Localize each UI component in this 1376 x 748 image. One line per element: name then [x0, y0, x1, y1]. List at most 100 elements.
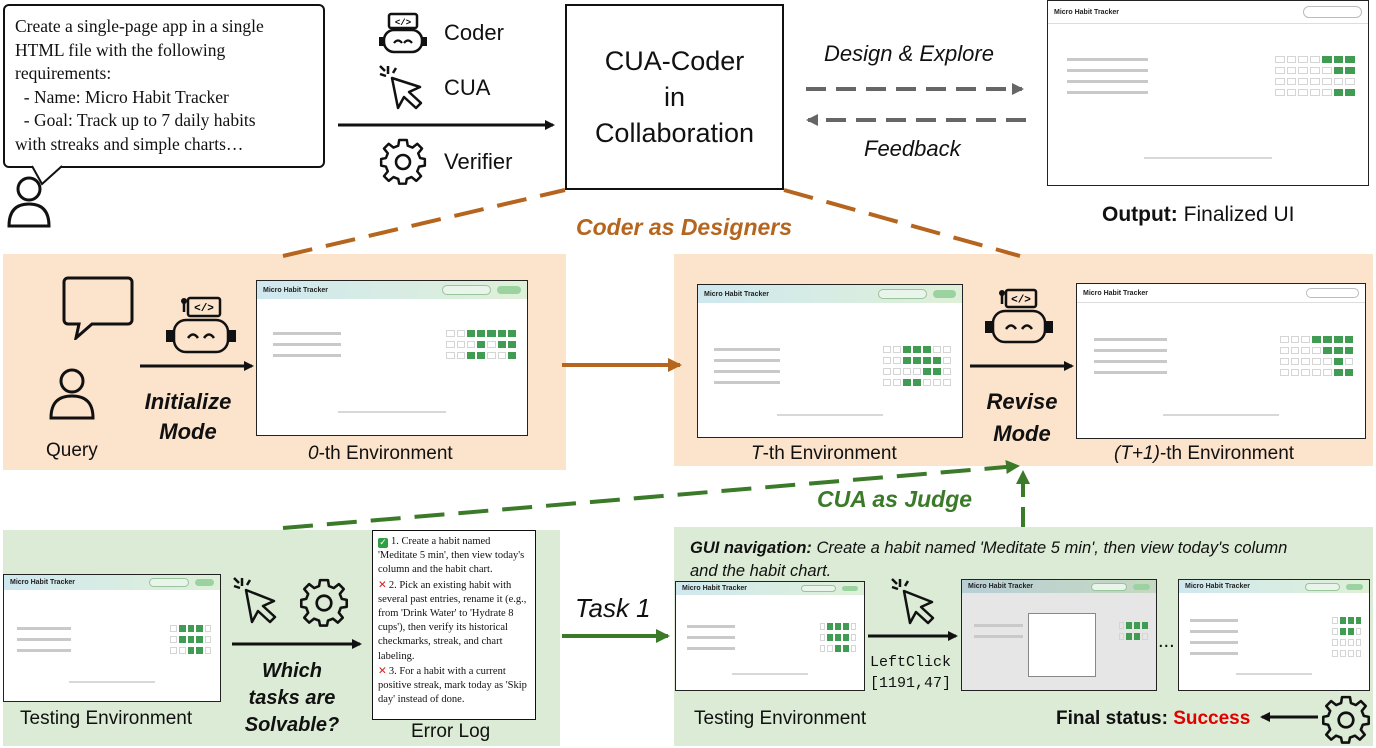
- svg-text:</>: </>: [395, 18, 411, 28]
- cross-icon: ✕: [378, 578, 387, 591]
- app-title: Micro Habit Tracker: [1083, 289, 1148, 297]
- final-status-label: Final status:: [1056, 708, 1168, 729]
- query-line: requirements:: [15, 63, 112, 83]
- add-habit-dialog: [1027, 613, 1096, 677]
- finalized-ui-screenshot: Micro Habit Tracker: [1047, 0, 1369, 186]
- collaboration-line: CUA-Coder: [604, 46, 745, 76]
- gui-navigation-text: GUI navigation: Create a habit named 'Me…: [690, 537, 1287, 583]
- which-line: Which: [262, 660, 322, 682]
- query-line: with streaks and simple charts…: [15, 133, 244, 154]
- cursor-click-icon: [379, 65, 423, 110]
- bubble-tail-icon: [31, 165, 63, 186]
- chat-bubble-icon: [62, 276, 134, 340]
- agent-verifier: Verifier: [378, 138, 512, 186]
- testing-env-screenshot: Micro Habit Tracker: [3, 574, 221, 702]
- svg-text:</>: </>: [1011, 295, 1031, 307]
- gui-navigation-line1: Create a habit named 'Meditate 5 min', t…: [811, 539, 1288, 557]
- user-icon: [7, 176, 51, 228]
- testing-env-caption: Testing Environment: [20, 708, 193, 729]
- output-label-rest: Finalized UI: [1183, 203, 1295, 226]
- query-line: - Name: Micro Habit Tracker: [15, 86, 229, 107]
- check-icon: ✓: [378, 538, 388, 548]
- which-tasks-label: Which tasks are Solvable?: [230, 658, 354, 739]
- gear-icon: [1321, 695, 1371, 744]
- nav-step-screenshot-1: Micro Habit Tracker: [675, 581, 865, 691]
- app-title: Micro Habit Tracker: [682, 584, 747, 592]
- envT-number: T: [751, 443, 763, 464]
- output-label-bold: Output:: [1102, 203, 1178, 226]
- testing-env-caption: Testing Environment: [694, 708, 867, 729]
- envT1-caption: (T+1)-th Environment: [1114, 443, 1294, 465]
- app-title: Micro Habit Tracker: [10, 579, 75, 587]
- app-title: Micro Habit Tracker: [1054, 8, 1119, 16]
- app-title: Micro Habit Tracker: [263, 286, 328, 294]
- output-caption: Output: Finalized UI: [1102, 203, 1295, 227]
- which-line: tasks are: [248, 687, 336, 709]
- revise-line: Revise: [986, 389, 1058, 414]
- nav-step-screenshot-2: Micro Habit Tracker: [961, 579, 1157, 691]
- revise-line: Mode: [993, 421, 1051, 446]
- ellipsis-label: ...: [1158, 630, 1175, 652]
- error-log-text: 3. For a habit with a current positive s…: [378, 665, 527, 706]
- envT1-screenshot: Micro Habit Tracker: [1076, 283, 1366, 439]
- query-line: HTML file with the following: [15, 39, 226, 60]
- env0-caption: 0-th Environment: [308, 443, 453, 465]
- envT-screenshot: Micro Habit Tracker: [697, 284, 963, 438]
- gear-icon: [379, 138, 427, 185]
- collaboration-box: CUA-Coder in Collaboration: [565, 4, 784, 190]
- collaboration-line: Collaboration: [594, 118, 755, 148]
- user-icon: [49, 368, 95, 420]
- gear-icon: [299, 578, 349, 627]
- task-label: Task 1: [575, 593, 651, 623]
- app-title: Micro Habit Tracker: [968, 583, 1033, 591]
- error-log-text: 2. Pick an existing habit with several p…: [378, 579, 527, 662]
- robot-icon: </>: [379, 12, 427, 54]
- cursor-click-icon: [233, 577, 277, 624]
- final-status: Final status: Success: [1056, 708, 1250, 730]
- revise-mode-label: Revise Mode: [974, 386, 1070, 450]
- envT1-rest: -th Environment: [1159, 443, 1295, 464]
- agent-label: CUA: [444, 75, 491, 100]
- action-name: LeftClick: [870, 654, 952, 671]
- cursor-click-icon: [891, 578, 935, 625]
- gui-navigation-bold: GUI navigation:: [690, 539, 812, 557]
- feedback-label: Feedback: [864, 136, 961, 161]
- env0-rest: -th Environment: [318, 443, 453, 464]
- agent-label: Coder: [444, 20, 504, 45]
- error-log-caption: Error Log: [411, 721, 491, 742]
- agent-cua: CUA: [378, 64, 490, 112]
- error-log-item: ✕3. For a habit with a current positive …: [378, 664, 530, 708]
- design-explore-label: Design & Explore: [824, 41, 994, 66]
- envT-caption: T-th Environment: [751, 443, 897, 465]
- query-line: - Goal: Track up to 7 daily habits: [15, 110, 256, 130]
- app-title: Micro Habit Tracker: [704, 290, 769, 298]
- gui-navigation-line2: and the habit chart.: [690, 562, 832, 580]
- cross-icon: ✕: [378, 664, 387, 677]
- initialize-mode-label: Initialize Mode: [138, 387, 238, 447]
- collaboration-line: in: [663, 82, 685, 112]
- agent-label: Verifier: [444, 149, 513, 174]
- robot-icon: </>: [985, 288, 1053, 344]
- query-line: Create a single-page app in a single: [15, 16, 264, 36]
- initialize-line: Initialize: [144, 389, 232, 414]
- action-coords: [1191,47]: [870, 675, 952, 692]
- which-line: Solvable?: [244, 714, 340, 736]
- app-title: Micro Habit Tracker: [1185, 583, 1250, 591]
- envT1-number: (T+1): [1114, 443, 1160, 464]
- error-log-text: 1. Create a habit named 'Meditate 5 min'…: [378, 536, 525, 576]
- final-status-value: Success: [1173, 708, 1251, 729]
- initialize-line: Mode: [159, 419, 217, 444]
- envT-rest: -th Environment: [762, 443, 897, 464]
- error-log-box: ✓1. Create a habit named 'Meditate 5 min…: [372, 530, 536, 720]
- agent-coder: </> Coder: [378, 12, 504, 54]
- action-label: LeftClick [1191,47]: [870, 652, 951, 694]
- query-label: Query: [46, 440, 98, 461]
- svg-text:</>: </>: [194, 303, 214, 315]
- nav-step-screenshot-3: Micro Habit Tracker: [1178, 579, 1370, 691]
- coder-as-designers-label: Coder as Designers: [576, 214, 793, 240]
- env0-number: 0: [308, 443, 319, 464]
- robot-icon: </>: [166, 296, 236, 354]
- cua-as-judge-label: CUA as Judge: [817, 486, 973, 512]
- env0-screenshot: Micro Habit Tracker: [256, 280, 528, 436]
